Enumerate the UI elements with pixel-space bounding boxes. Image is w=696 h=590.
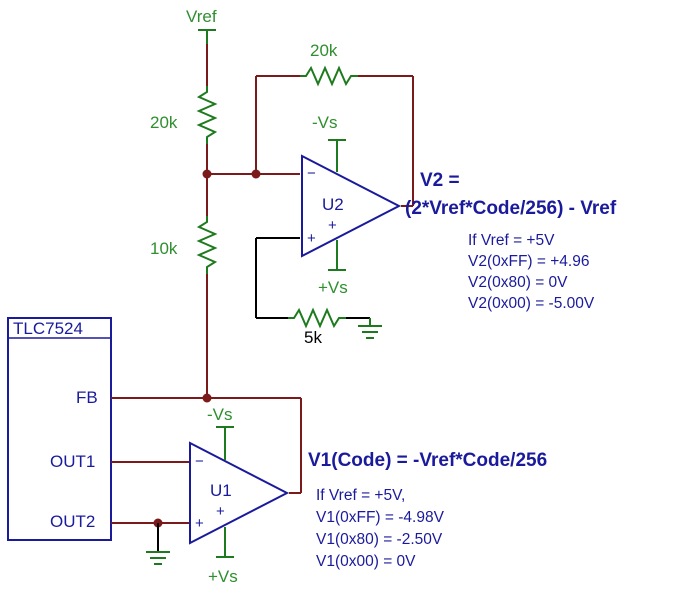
u2-name: U2 xyxy=(322,195,344,214)
v2-title: V2 = xyxy=(420,170,460,191)
v2-line: V2(0x00) = -5.00V xyxy=(468,295,595,312)
opamp-u1: − + + U1 -Vs +Vs xyxy=(189,405,290,586)
u2-pos-supply: +Vs xyxy=(318,278,348,297)
v1-line: If Vref = +5V, xyxy=(316,487,405,504)
u2-plus-sign-inner: + xyxy=(328,217,337,234)
junction-dot xyxy=(202,169,212,179)
v1-line: V1(0x00) = 0V xyxy=(316,553,416,570)
pin-out2-label: OUT2 xyxy=(50,512,95,531)
u1-plus-sign: + xyxy=(195,515,204,532)
opamp-u2: − + + U2 -Vs +Vs xyxy=(301,113,402,297)
u2-minus-sign: − xyxy=(307,165,316,182)
resistor-20k-feedback: 20k xyxy=(300,41,358,87)
ground-symbol-u1 xyxy=(146,551,170,565)
resistor-10k: 10k xyxy=(150,216,218,274)
u1-pos-supply: +Vs xyxy=(208,567,238,586)
u1-plus-sign-inner: + xyxy=(216,503,225,520)
vref-terminal: Vref xyxy=(186,7,217,44)
resistor-20k-top-label: 20k xyxy=(150,113,178,132)
v1-line: V1(0x80) = -2.50V xyxy=(316,531,443,548)
u2-plus-sign: + xyxy=(307,230,316,247)
pin-out1-label: OUT1 xyxy=(50,452,95,471)
resistor-5k: 5k xyxy=(288,307,346,347)
junction-dot xyxy=(202,393,212,403)
v1-formula: V1(Code) = -Vref*Code/256 xyxy=(308,450,547,471)
u1-name: U1 xyxy=(210,481,232,500)
resistor-5k-label: 5k xyxy=(304,328,322,347)
u1-neg-supply: -Vs xyxy=(207,405,233,424)
resistor-10k-label: 10k xyxy=(150,239,178,258)
dac-chip-tlc7524: TLC7524 FB OUT1 OUT2 xyxy=(7,317,112,541)
u2-neg-supply: -Vs xyxy=(312,113,338,132)
v1-line: V1(0xFF) = -4.98V xyxy=(316,509,445,526)
v2-line: V2(0x80) = 0V xyxy=(468,274,568,291)
v2-formula: (2*Vref*Code/256) - Vref xyxy=(405,198,617,219)
vref-label: Vref xyxy=(186,7,217,26)
u1-minus-sign: − xyxy=(195,453,204,470)
pin-fb-label: FB xyxy=(76,388,98,407)
resistor-20k-top: 20k xyxy=(150,86,218,144)
resistor-20k-feedback-label: 20k xyxy=(310,41,338,60)
v2-line: If Vref = +5V xyxy=(468,232,555,249)
chip-name: TLC7524 xyxy=(13,319,83,338)
ground-symbol-u2 xyxy=(358,318,382,339)
v2-line: V2(0xFF) = +4.96 xyxy=(468,253,589,270)
